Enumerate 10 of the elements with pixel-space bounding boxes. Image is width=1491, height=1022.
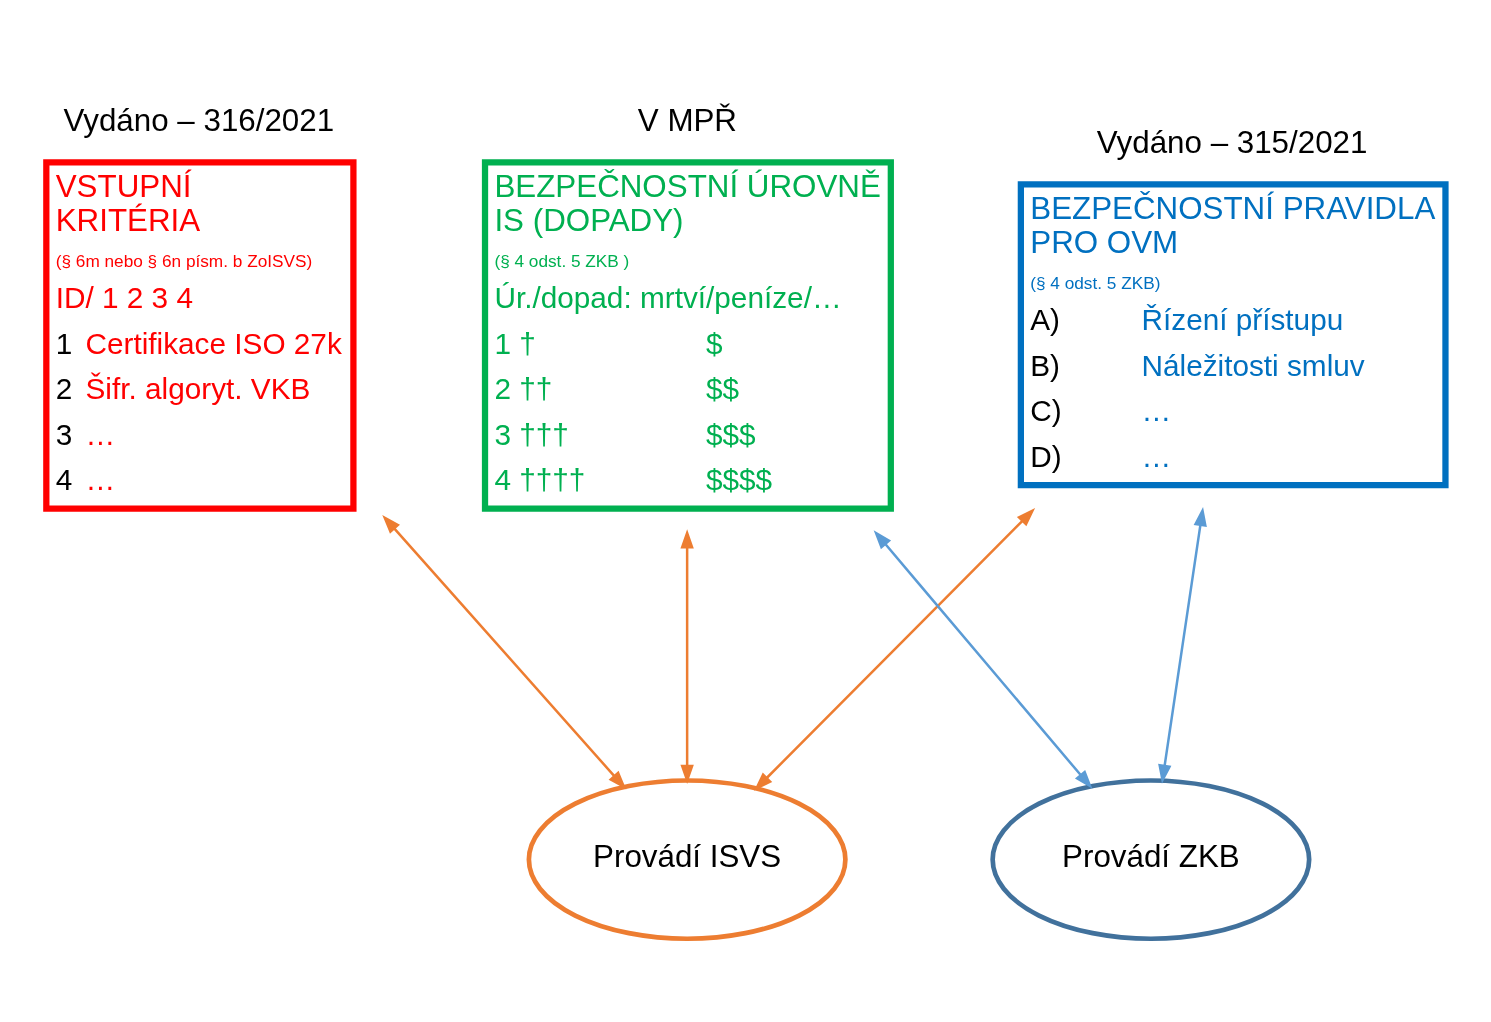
arrow: [1158, 507, 1207, 784]
arrow: [680, 529, 694, 784]
node-ellipse: Provádí ISVS: [526, 778, 848, 942]
arrow: [873, 530, 1093, 789]
node-ellipse: Provádí ZKB: [990, 778, 1312, 942]
arrow: [382, 514, 627, 790]
node-label: Vydáno – 316/2021: [63, 103, 335, 139]
node-label: V MPŘ: [637, 103, 737, 139]
node-label: Vydáno – 315/2021: [1096, 124, 1368, 160]
arrow: [754, 508, 1036, 791]
